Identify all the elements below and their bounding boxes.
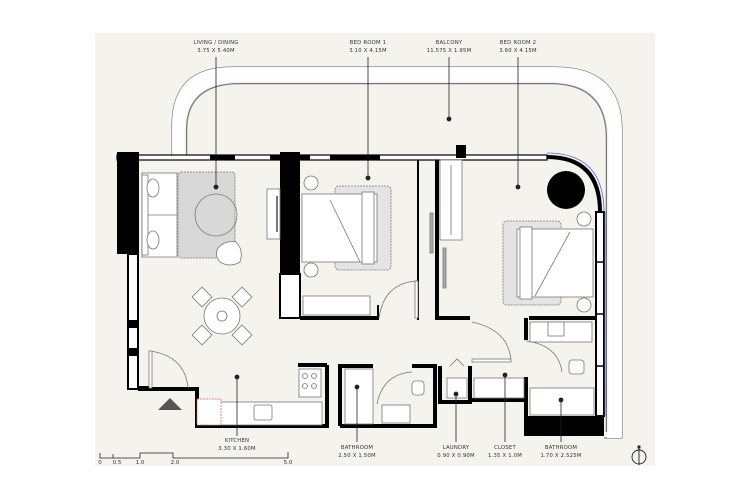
dining-set <box>191 286 253 346</box>
room-name: BATHROOM <box>340 445 374 451</box>
tv-unit <box>266 188 281 240</box>
left-exterior-wall <box>117 152 139 390</box>
label-balcony: BALCONY 11.575 X 1.95M <box>427 39 472 55</box>
north-arrow-icon <box>631 445 647 465</box>
bed-2 <box>502 171 594 313</box>
scale-tick: 5.0 <box>283 460 293 466</box>
bed-1 <box>301 175 392 316</box>
scale-tick: 2.0 <box>170 460 180 466</box>
label-bathroom-2: BATHROOM 1.70 X 2.525M <box>540 444 581 460</box>
label-bedroom-2: BED ROOM 2 3.60 X 4.15M <box>499 39 537 55</box>
room-size: 1.70 X 2.525M <box>540 453 582 459</box>
leader-lines <box>213 57 564 442</box>
bathroom-fixtures <box>344 321 595 425</box>
living-furniture <box>141 171 242 266</box>
label-laundry: LAUNDRY 0.90 X 0.90M <box>437 444 475 460</box>
room-name: BALCONY <box>435 40 463 46</box>
room-size: 3.60 X 4.15M <box>499 48 537 54</box>
room-name: BED ROOM 1 <box>349 40 387 46</box>
kitchen-counter <box>196 368 323 426</box>
label-living-dining: LIVING / DINING 3.75 X 5.40M <box>193 39 238 55</box>
room-size: 2.50 X 1.50M <box>338 453 376 459</box>
room-size: 3.30 X 1.60M <box>218 446 256 452</box>
room-size: 3.75 X 5.40M <box>197 48 235 54</box>
label-kitchen: KITCHEN 3.30 X 1.60M <box>218 437 256 453</box>
balcony-outline <box>171 66 623 439</box>
room-name: BED ROOM 2 <box>499 40 537 46</box>
scale-tick: 0 <box>98 460 102 466</box>
label-closet: CLOSET 1.35 X 1.0M <box>488 444 522 460</box>
room-size: 1.35 X 1.0M <box>488 453 522 459</box>
entrance-marker <box>158 398 182 410</box>
scale-tick: 1.0 <box>135 460 145 466</box>
room-name: KITCHEN <box>224 438 250 444</box>
label-bathroom-1: BATHROOM 2.50 X 1.50M <box>338 444 376 460</box>
label-bedroom-1: BED ROOM 1 3.10 X 4.15M <box>349 39 387 55</box>
room-name: BATHROOM <box>544 445 578 451</box>
room-size: 0.90 X 0.90M <box>437 453 475 459</box>
right-exterior-wall <box>528 211 606 436</box>
room-size: 3.10 X 4.15M <box>349 48 387 54</box>
scale-tick: 0.5 <box>112 460 122 466</box>
room-name: LIVING / DINING <box>193 40 239 46</box>
interior-walls <box>138 152 596 436</box>
room-name: LAUNDRY <box>442 445 470 451</box>
wardrobes <box>429 159 463 289</box>
room-name: CLOSET <box>494 445 516 451</box>
scale-bar <box>99 452 289 459</box>
room-size: 11.575 X 1.95M <box>426 48 472 54</box>
